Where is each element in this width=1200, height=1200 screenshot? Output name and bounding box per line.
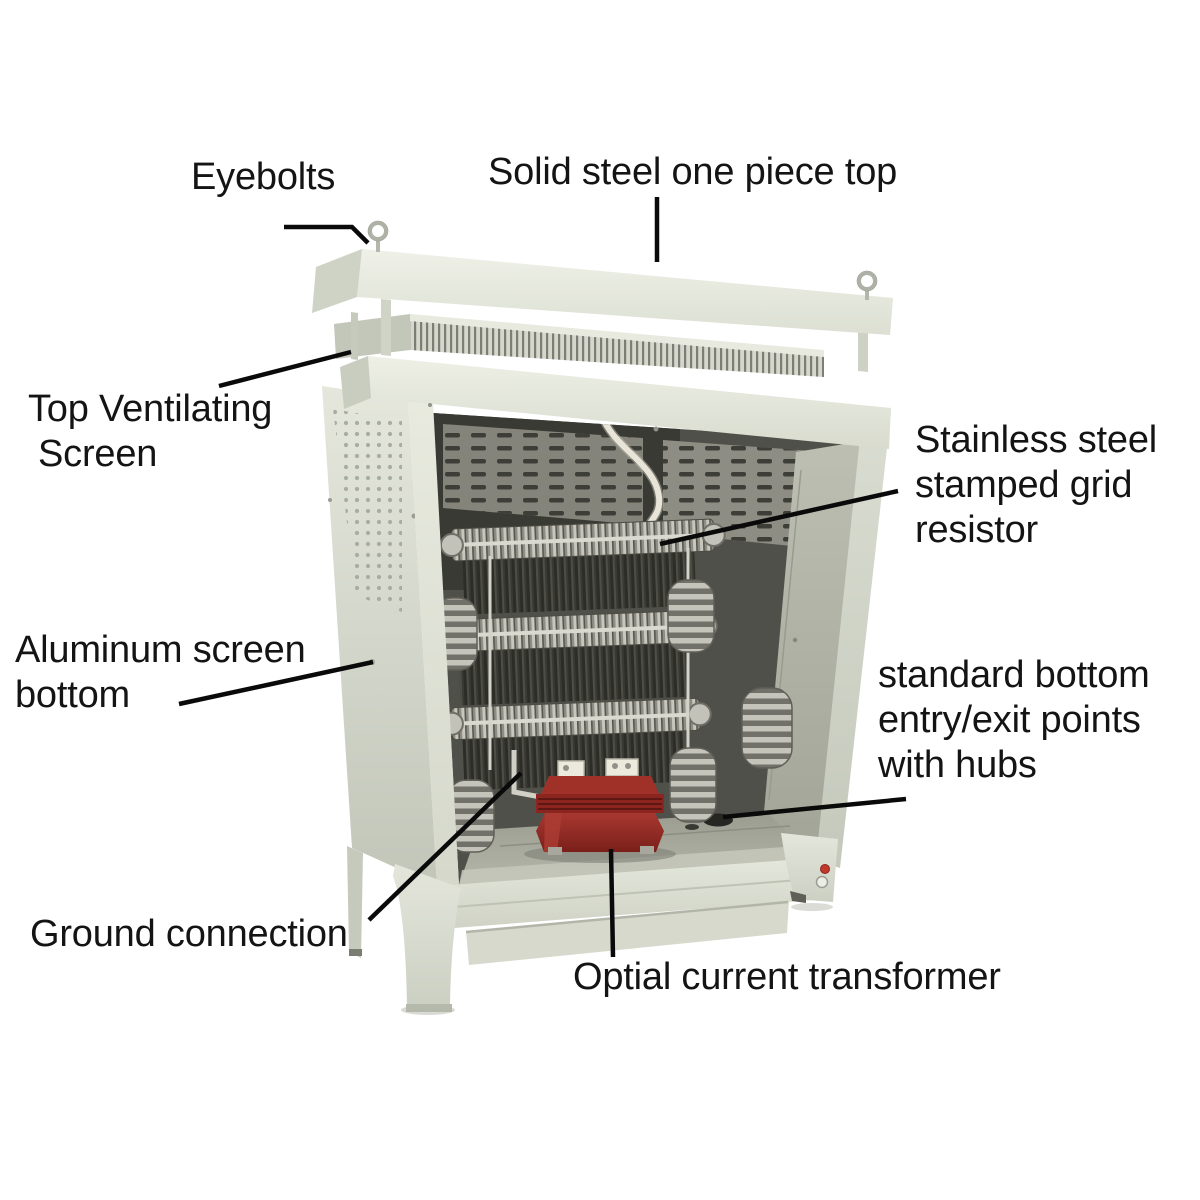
panel-knob [815, 875, 829, 889]
front-left-pillar [408, 399, 459, 887]
leader-eyebolts [284, 224, 370, 245]
eyebolt-right [856, 270, 878, 300]
leader-top-ventilating-screen [218, 349, 352, 389]
front-left-leg [393, 864, 461, 1015]
current-transformer [524, 758, 676, 863]
label-ground-connection: Ground connection [30, 913, 348, 955]
front-right-pillar [816, 409, 891, 868]
bottom-skirt-panel [466, 901, 789, 965]
eyebolt-left [367, 220, 389, 252]
interior-louver-vents [443, 424, 812, 548]
leader-aluminum-screen-bottom [178, 659, 374, 707]
leader-stainless-grid-resistor [659, 488, 899, 547]
label-solid-steel-top: Solid steel one piece top [488, 151, 898, 193]
coil-insulators [433, 579, 793, 853]
label-current-transformer: Optial current transformer [573, 956, 1001, 998]
label-stainless-grid-resistor: Stainless steel stamped grid resistor [915, 419, 1158, 551]
leg-foot-bracket [790, 891, 806, 903]
label-eyebolts: Eyebolts [191, 156, 336, 198]
leader-bottom-entry-exit [722, 796, 907, 820]
label-bottom-entry-exit: standard bottom entry/exit points with h… [878, 654, 1150, 786]
front-right-leg [781, 833, 838, 911]
label-aluminum-screen-bottom: Aluminum screen bottom [15, 629, 306, 716]
cabinet-rear-left-leg [347, 846, 363, 958]
cabinet-front-frame [408, 399, 891, 965]
leader-current-transformer [608, 848, 616, 958]
leader-lines [178, 197, 907, 958]
red-indicator-dot [820, 864, 830, 874]
label-top-ventilating-screen: Top Ventilating Screen [28, 388, 273, 475]
leader-ground-connection [367, 771, 523, 922]
solid-steel-top-cap [312, 249, 893, 335]
cabinet-interior [433, 413, 863, 885]
cabinet-left-side-panel [322, 386, 437, 886]
side-perforation-screen [333, 409, 402, 612]
grid-resistor-row-1 [439, 518, 726, 615]
body-top-rail [340, 356, 891, 449]
